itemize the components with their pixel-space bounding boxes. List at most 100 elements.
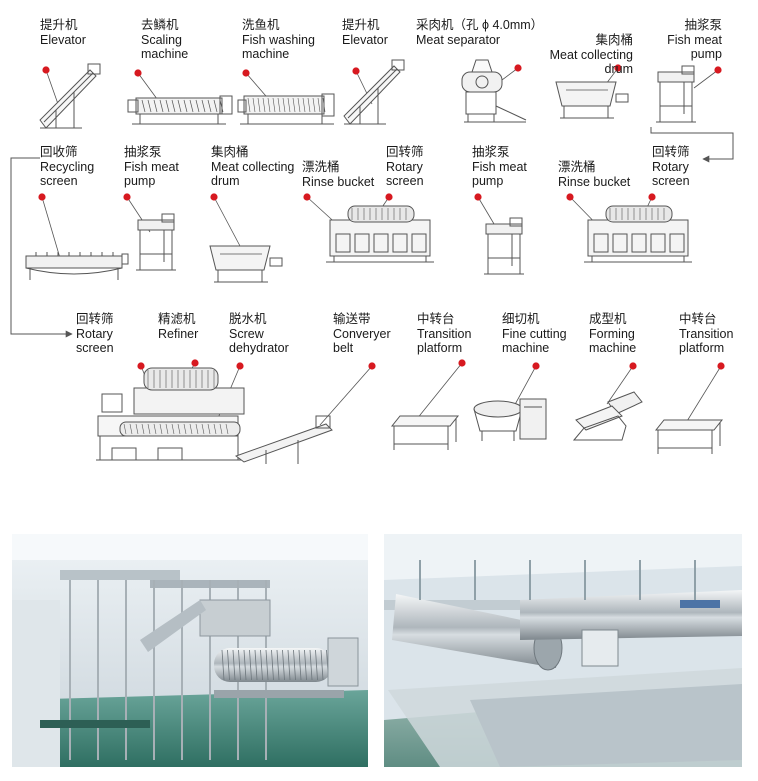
step-label-en: machine [141, 47, 189, 61]
marker-dot [303, 193, 311, 201]
step-label-en: Elevator [40, 32, 86, 47]
fish-washing-machine-icon [237, 93, 335, 125]
step-label-zh: 漂洗桶 [558, 160, 596, 174]
marker-dot [236, 362, 244, 370]
step-label-en: belt [333, 341, 354, 355]
step-label-en: platform [679, 341, 725, 355]
step-label-zh: 抽浆泵 [124, 145, 162, 159]
leader-line [693, 69, 719, 89]
elevator-icon [343, 59, 405, 125]
marker-dot [714, 66, 722, 74]
step-label-en: Forming [589, 326, 635, 341]
photo-right [384, 534, 742, 767]
recycling-screen-icon [25, 252, 129, 280]
rinse-bucket-icon [584, 205, 692, 263]
step-label-zh: 成型机 [589, 312, 627, 326]
leader-line [606, 365, 634, 405]
step-label-en: Fish meat [124, 159, 179, 174]
fish-meat-pump-icon [136, 213, 176, 271]
step-label-zh: 洗鱼机 [242, 18, 280, 32]
leader-line [511, 365, 537, 411]
step-label-zh: 精滤机 [158, 312, 196, 326]
step-label-en: Meat collecting [549, 47, 633, 62]
step-label-zh: 提升机 [40, 18, 78, 32]
marker-dot [474, 193, 482, 201]
conveyor-belt-icon [234, 415, 333, 464]
elevator-icon [39, 63, 101, 129]
scaling-machine-icon [127, 95, 233, 125]
step-label-zh: 中转台 [417, 312, 455, 326]
step-label-en: Rinse bucket [558, 174, 631, 189]
fish-meat-pump-icon [484, 217, 524, 275]
step-label-en: machine [502, 341, 550, 355]
step-label-en: screen [386, 174, 424, 188]
step-label-en: screen [40, 174, 78, 188]
marker-dot [532, 362, 540, 370]
step-label-en: Screw [229, 326, 264, 341]
step-label-en: Fish washing [242, 32, 315, 47]
marker-dot [629, 362, 637, 370]
step-label-en: pump [124, 174, 156, 188]
step-label-zh: 集肉桶 [595, 33, 633, 47]
step-label-en: dehydrator [229, 341, 289, 355]
meat-collecting-drum-icon [555, 81, 629, 119]
step-label-en: Rinse bucket [302, 174, 375, 189]
marker-dot [648, 193, 656, 201]
step-label-en: pump [472, 174, 504, 188]
step-label-zh: 回转筛 [76, 312, 114, 326]
step-label-zh: 采肉机（孔 ϕ 4.0mm） [416, 18, 544, 32]
marker-dot [514, 64, 522, 72]
step-label-zh: 集肉桶 [211, 145, 249, 159]
step-label-en: pump [690, 47, 722, 61]
marker-dot [717, 362, 725, 370]
step-label-zh: 提升机 [342, 18, 380, 32]
photo-panels [12, 534, 742, 767]
photo-left [12, 534, 368, 767]
step-label-zh: 回转筛 [652, 145, 690, 159]
step-label-en: Meat collecting [211, 159, 295, 174]
marker-dot [566, 193, 574, 201]
forming-machine-icon [572, 391, 643, 441]
marker-dot [385, 193, 393, 201]
step-label-en: machine [589, 341, 637, 355]
machine-drawings [25, 59, 724, 464]
step-label-en: Rotary [76, 326, 113, 341]
leader-line [45, 69, 59, 105]
marker-dot [614, 64, 622, 72]
marker-dot [368, 362, 376, 370]
step-label-en: Elevator [342, 32, 388, 47]
marker-dot [352, 67, 360, 75]
marker-dot [42, 66, 50, 74]
fish-meat-pump-icon [656, 65, 696, 123]
step-label-zh: 回转筛 [386, 145, 424, 159]
step-label-zh: 回收筛 [40, 145, 78, 159]
fine-cutting-machine-icon [473, 398, 547, 441]
step-label-en: platform [417, 341, 463, 355]
step-label-zh: 去鳞机 [141, 18, 179, 32]
leader-line [683, 365, 722, 427]
step-label-en: Rotary [652, 159, 689, 174]
marker-dot [123, 193, 131, 201]
step-label-en: Rotary [386, 159, 423, 174]
step-label-en: Refiner [158, 326, 199, 341]
step-label-en: Transition [679, 326, 734, 341]
step-label-en: Fish meat [667, 32, 722, 47]
marker-dot [242, 69, 250, 77]
step-label-en: drum [604, 62, 633, 76]
